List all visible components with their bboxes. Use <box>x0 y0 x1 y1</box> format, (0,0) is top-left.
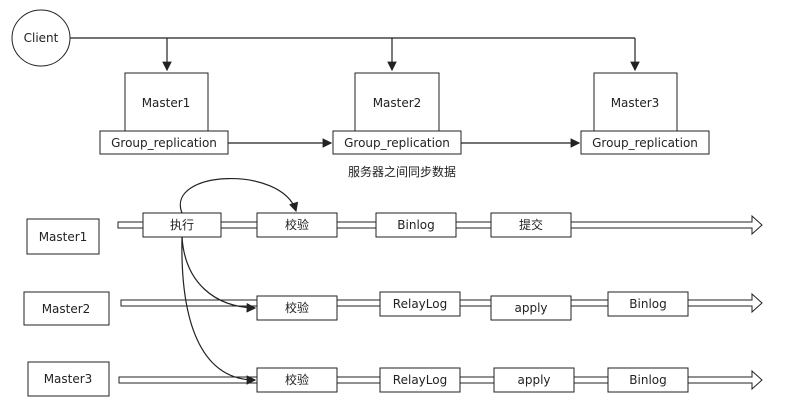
flow-arrow-execute-to-master3 <box>181 236 257 385</box>
lane-name-box <box>27 361 110 397</box>
step-label: Binlog <box>629 297 666 311</box>
master-name: Master2 <box>373 96 422 110</box>
top-master-3: Master3 Group_replication <box>580 72 710 155</box>
step-box <box>607 367 689 393</box>
group-replication-label: Group_replication <box>111 136 217 150</box>
step-label: 校验 <box>285 372 309 387</box>
step-label: Binlog <box>397 218 434 232</box>
master-name: Master1 <box>142 96 191 110</box>
step-box <box>256 295 338 321</box>
step-label: 执行 <box>170 218 194 232</box>
step-label: Binlog <box>629 373 666 387</box>
group-replication-box <box>580 130 710 155</box>
lane-name: Master2 <box>42 302 91 316</box>
lane-1: Master1 执行 校验 Binlog 提交 <box>26 212 763 255</box>
sync-caption: 服务器之间同步数据 <box>348 164 456 179</box>
client-label: Client <box>24 31 59 45</box>
step-box <box>379 291 461 317</box>
top-master-2: Master2 Group_replication <box>332 72 462 155</box>
step-box <box>256 212 338 238</box>
step-label: apply <box>514 301 547 315</box>
master-name: Master3 <box>611 96 660 110</box>
lane-name: Master3 <box>44 372 93 386</box>
step-box <box>490 295 572 321</box>
lane-name-box <box>23 291 110 326</box>
top-master-1: Master1 Group_replication <box>99 72 229 155</box>
client-node <box>11 9 71 67</box>
lane-3: Master3 校验 RelayLog apply Binlog <box>27 361 763 397</box>
step-box <box>256 367 338 393</box>
step-label: 校验 <box>285 217 309 232</box>
step-box <box>607 291 689 317</box>
step-label: apply <box>517 373 550 387</box>
step-label: RelayLog <box>393 373 447 387</box>
group-replication-label: Group_replication <box>344 136 450 150</box>
flow-arrow-execute-to-validate <box>179 177 299 214</box>
client-group: Client <box>11 9 640 72</box>
master-box <box>593 72 678 134</box>
lane-name: Master1 <box>39 230 88 244</box>
step-label: RelayLog <box>393 297 447 311</box>
lane-2: Master2 校验 RelayLog apply Binlog <box>23 291 763 326</box>
step-box <box>493 367 575 393</box>
lane-name-box <box>26 218 100 255</box>
step-label: 校验 <box>285 300 309 315</box>
group-replication-label: Group_replication <box>592 136 698 150</box>
step-box <box>379 367 461 393</box>
flow-arrow-execute-to-master2 <box>181 236 257 313</box>
step-box <box>490 212 572 238</box>
master-box <box>354 72 440 134</box>
step-label: 提交 <box>519 217 543 232</box>
step-box <box>375 212 457 238</box>
